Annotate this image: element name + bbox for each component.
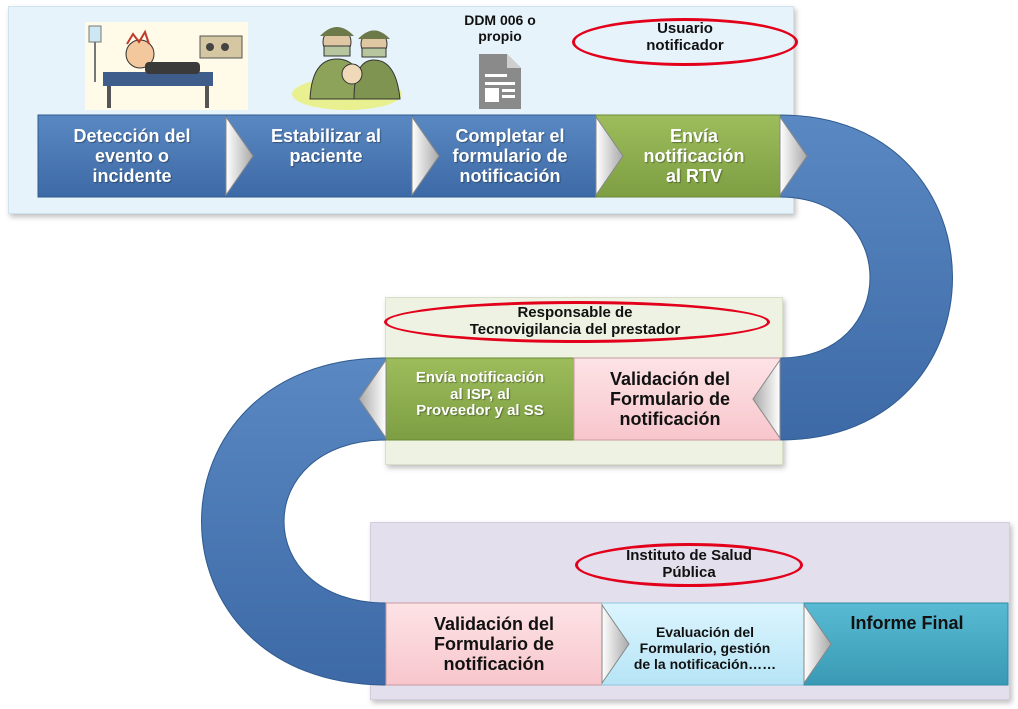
actor-usuario-notificador: Usuario notificador [646, 20, 724, 55]
box-top-3 [411, 114, 597, 198]
chevron-top-4 [779, 115, 808, 197]
box-top-2 [225, 114, 413, 198]
actor-instituto-salud-publica: Instituto de Salud Pública [626, 547, 752, 582]
ribbon-right-curve [779, 114, 953, 441]
box-mid-pink [573, 357, 781, 441]
form-name-label: DDM 006 o propio [464, 12, 536, 45]
step-completar-formulario: Completar el formulario de notificación [452, 125, 568, 187]
document-icon [479, 54, 521, 109]
step-estabilizar-paciente: Estabilizar al paciente [270, 125, 382, 166]
highlight-oval-responsable [384, 301, 770, 343]
box-mid-green [385, 357, 575, 441]
chevron-bot-2 [803, 603, 832, 685]
patient-bed-illustration [85, 22, 248, 110]
ribbon-left-curve [201, 357, 387, 686]
actor-responsable-tecnovigilancia: Responsable de Tecnovigilancia del prest… [469, 304, 681, 339]
box-top-1 [37, 114, 227, 198]
chevron-bot-1 [601, 603, 630, 685]
chevron-top-1 [225, 115, 254, 197]
step-validacion-formulario-isp: Validación del Formulario de notificació… [433, 613, 555, 675]
step-envia-notificacion-rtv: Envía notificación al RTV [643, 125, 745, 187]
surgeons-illustration [292, 27, 402, 110]
step-deteccion-evento: Detección del evento o incidente [73, 125, 191, 187]
box-bot-teal [803, 602, 1009, 686]
box-top-4 [595, 114, 781, 198]
chevron-mid-1 [752, 358, 781, 440]
highlight-oval-usuario [572, 18, 798, 66]
step-envia-notificacion-isp: Envía notificación al ISP, al Proveedor … [415, 368, 545, 420]
highlight-oval-isp [575, 543, 803, 587]
step-validacion-formulario-prestador: Validación del Formulario de notificació… [609, 368, 731, 430]
chevron-top-3 [595, 115, 624, 197]
chevron-mid-2 [358, 358, 387, 440]
chevron-top-2 [411, 115, 440, 197]
box-bot-pink [385, 602, 603, 686]
step-informe-final: Informe Final [850, 612, 964, 633]
step-evaluacion-formulario: Evaluación del Formulario, gestión de la… [633, 624, 777, 672]
box-bot-light [601, 602, 805, 686]
